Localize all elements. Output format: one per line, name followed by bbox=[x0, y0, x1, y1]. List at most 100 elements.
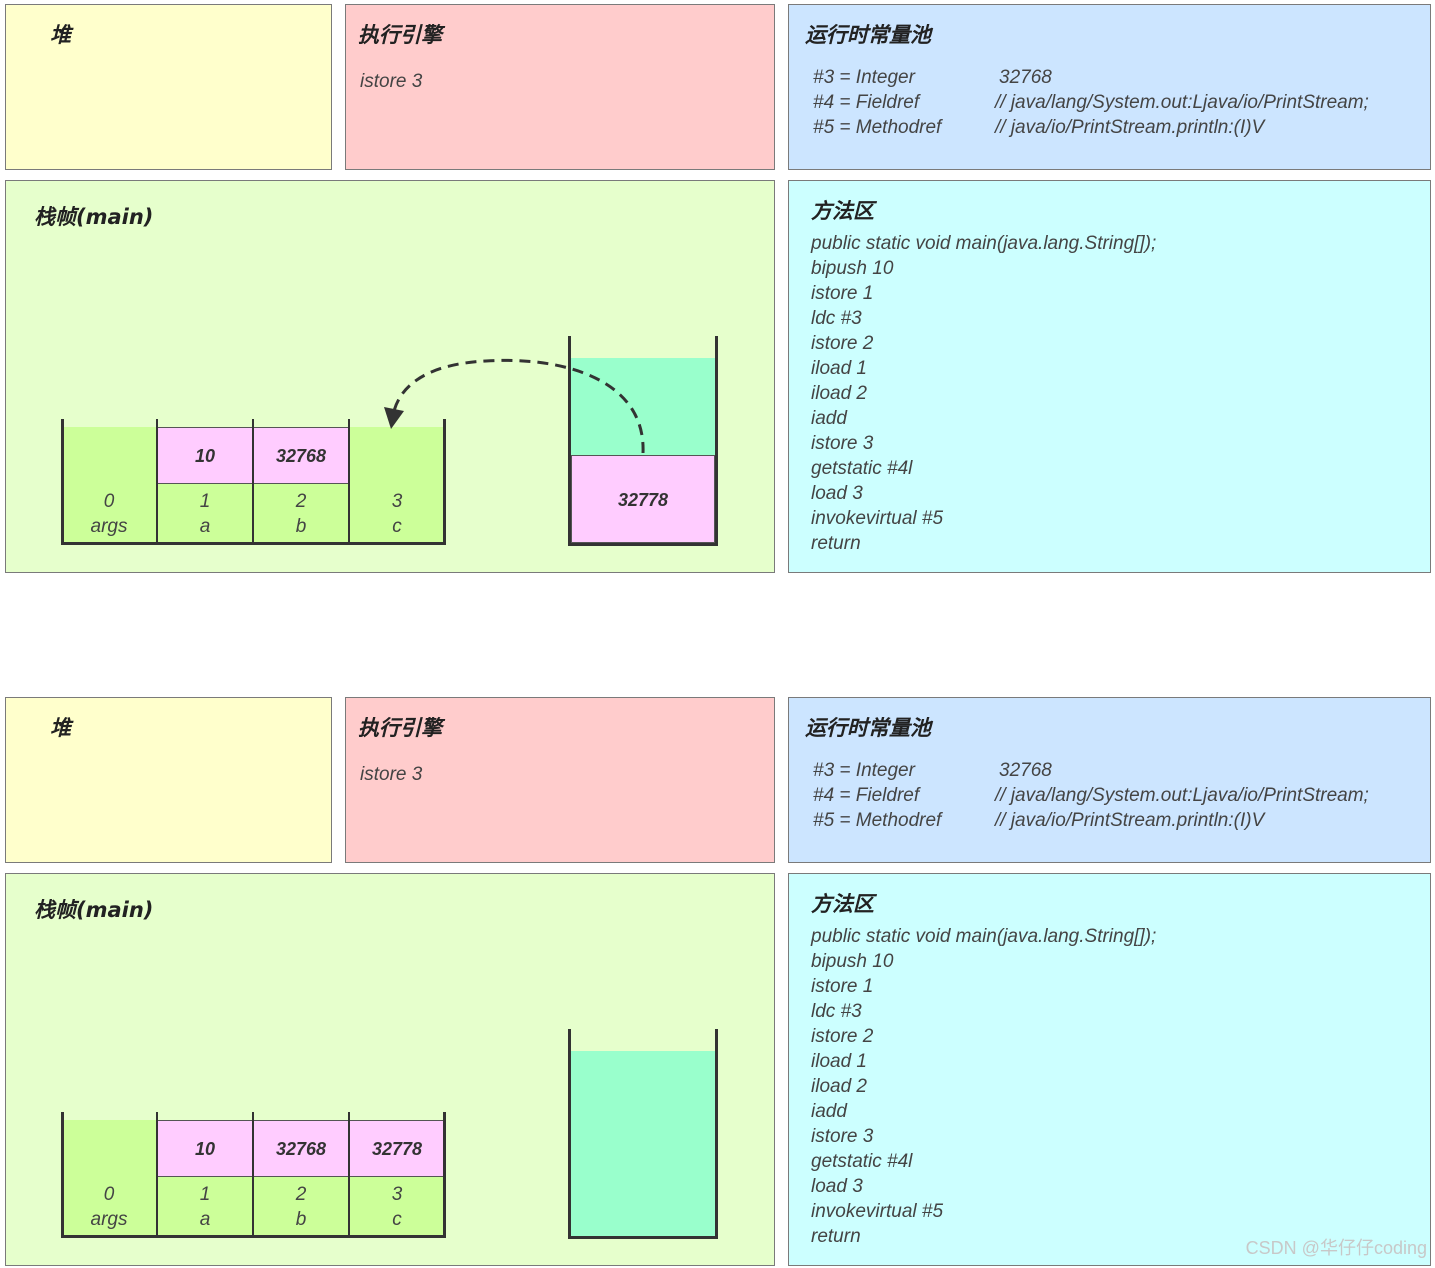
local-slot-name: a bbox=[199, 516, 211, 537]
table-border bbox=[61, 1112, 64, 1238]
stack-frame-title: 栈帧(main) bbox=[34, 205, 154, 229]
heap-panel: 堆 bbox=[5, 4, 332, 170]
bytecode-line: invokevirtual #5 bbox=[811, 508, 944, 529]
local-slot-index: 0 bbox=[103, 491, 115, 512]
bytecode-line: load 3 bbox=[811, 483, 863, 504]
local-slot-name: args bbox=[90, 1209, 128, 1230]
local-slot-index: 3 bbox=[391, 1184, 403, 1205]
local-slot-fill bbox=[157, 1177, 253, 1236]
constant-pool-panel: 运行时常量池 #3 = Integer 32768 #4 = Fieldref // j… bbox=[788, 697, 1431, 863]
bytecode-line: istore 3 bbox=[811, 1126, 874, 1147]
table-border bbox=[443, 419, 446, 545]
local-slot-fill bbox=[157, 484, 253, 543]
slot-divider bbox=[252, 1112, 254, 1238]
method-area-title: 方法区 bbox=[811, 892, 874, 916]
local-slot-value: 32768 bbox=[253, 427, 349, 484]
constant-value: // java/io/PrintStream.println:(I)V bbox=[995, 810, 1265, 831]
constant-value: // java/lang/System.out:Ljava/io/PrintSt… bbox=[995, 785, 1369, 806]
bytecode-line: istore 2 bbox=[811, 333, 874, 354]
bytecode-line: return bbox=[811, 533, 861, 554]
local-slot-index: 0 bbox=[103, 1184, 115, 1205]
bytecode-line: iload 2 bbox=[811, 1076, 867, 1097]
local-slot-fill bbox=[61, 427, 157, 543]
bytecode-line: iload 1 bbox=[811, 358, 867, 379]
operand-stack-border bbox=[568, 336, 571, 546]
bytecode-line: bipush 10 bbox=[811, 258, 894, 279]
local-slot-index: 3 bbox=[391, 491, 403, 512]
local-slot-value: 32768 bbox=[253, 1120, 349, 1177]
bytecode-list: public static void main(java.lang.String… bbox=[811, 924, 1156, 1249]
execution-engine-title: 执行引擎 bbox=[358, 716, 442, 740]
local-slot-fill bbox=[61, 1120, 157, 1236]
constant-ref: #4 = Fieldref bbox=[813, 785, 920, 806]
bytecode-line: istore 1 bbox=[811, 976, 874, 997]
local-slot-name: a bbox=[199, 1209, 211, 1230]
heap-title: 堆 bbox=[50, 23, 71, 47]
bytecode-line: return bbox=[811, 1226, 861, 1247]
bytecode-line: istore 2 bbox=[811, 1026, 874, 1047]
operand-stack-border bbox=[715, 1029, 718, 1239]
table-border bbox=[443, 1112, 446, 1238]
heap-title: 堆 bbox=[50, 716, 71, 740]
slot-divider bbox=[348, 419, 350, 545]
store-arrow-head bbox=[384, 407, 404, 429]
constant-value: 32768 bbox=[999, 760, 1052, 781]
local-slot-index: 1 bbox=[199, 1184, 211, 1205]
local-slot-value: 10 bbox=[157, 1120, 253, 1177]
bytecode-line: bipush 10 bbox=[811, 951, 894, 972]
slot-divider bbox=[252, 419, 254, 545]
local-slot-fill bbox=[349, 1177, 445, 1236]
constant-value: // java/io/PrintStream.println:(I)V bbox=[995, 117, 1265, 138]
method-area-panel: 方法区 public static void main(java.lang.Str… bbox=[788, 873, 1431, 1266]
local-variable-table: 0 args 10 1 a 32768 2 b 32778 3 c bbox=[61, 1112, 446, 1238]
operand-stack bbox=[568, 1029, 718, 1239]
bytecode-line: istore 1 bbox=[811, 283, 874, 304]
constant-ref: #5 = Methodref bbox=[813, 810, 942, 831]
bytecode-line: ldc #3 bbox=[811, 1001, 862, 1022]
local-slot-name: c bbox=[392, 1209, 402, 1230]
local-slot-name: c bbox=[392, 516, 402, 537]
constant-ref: #5 = Methodref bbox=[813, 117, 942, 138]
bytecode-line: public static void main(java.lang.String… bbox=[811, 233, 1157, 254]
store-arrow-path bbox=[392, 358, 645, 454]
constant-value: // java/lang/System.out:Ljava/io/PrintSt… bbox=[995, 92, 1369, 113]
local-slot-value: 32778 bbox=[349, 1120, 445, 1177]
constant-ref: #3 = Integer bbox=[813, 67, 915, 88]
bytecode-line: invokevirtual #5 bbox=[811, 1201, 944, 1222]
method-area-title: 方法区 bbox=[811, 199, 874, 223]
bytecode-list: public static void main(java.lang.String… bbox=[811, 231, 1156, 556]
slot-divider bbox=[348, 1112, 350, 1238]
bytecode-line: load 3 bbox=[811, 1176, 863, 1197]
local-slot-fill bbox=[349, 427, 445, 543]
local-slot-name: b bbox=[295, 516, 307, 537]
local-slot-index: 1 bbox=[199, 491, 211, 512]
constant-ref: #3 = Integer bbox=[813, 760, 915, 781]
bytecode-line: ldc #3 bbox=[811, 308, 862, 329]
execution-engine-title: 执行引擎 bbox=[358, 23, 442, 47]
operand-stack-border bbox=[568, 543, 718, 546]
bytecode-line: iload 2 bbox=[811, 383, 867, 404]
bytecode-line: getstatic #4l bbox=[811, 458, 913, 479]
operand-stack-space bbox=[571, 1051, 715, 1236]
bytecode-line: iload 1 bbox=[811, 1051, 867, 1072]
operand-stack-value: 32778 bbox=[571, 455, 715, 543]
slot-divider bbox=[156, 1112, 158, 1238]
local-slot-name: b bbox=[295, 1209, 307, 1230]
stack-frame-panel: 栈帧(main) 0 args 10 1 a 32768 2 b 32778 3 c bbox=[5, 873, 775, 1266]
method-area-panel: 方法区 public static void main(java.lang.Str… bbox=[788, 180, 1431, 573]
local-slot-index: 2 bbox=[295, 1184, 307, 1205]
local-slot-index: 2 bbox=[295, 491, 307, 512]
local-slot-fill bbox=[253, 484, 349, 543]
operand-stack-border bbox=[568, 1029, 571, 1239]
stack-frame-title: 栈帧(main) bbox=[34, 898, 154, 922]
local-slot-value: 10 bbox=[157, 427, 253, 484]
constant-pool-title: 运行时常量池 bbox=[805, 716, 931, 740]
constant-pool-title: 运行时常量池 bbox=[805, 23, 931, 47]
